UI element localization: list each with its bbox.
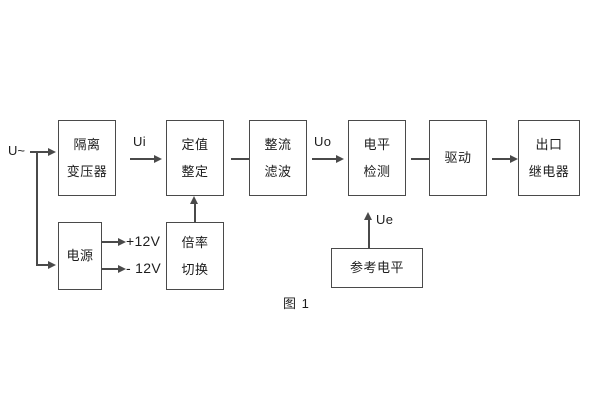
block-power-supply: 电源 [58, 222, 102, 290]
block-drive: 驱动 [429, 120, 487, 196]
block-output-relay-line2: 继电器 [528, 163, 570, 179]
block-multiplier-switch: 倍率 切换 [166, 222, 224, 290]
block-multiplier-switch-line2: 切换 [181, 261, 209, 277]
block-rectify-filter-line1: 整流 [264, 136, 292, 152]
feeder-power-line [36, 264, 50, 266]
block-reference-level-line1: 参考电平 [349, 260, 404, 276]
link-multiplier-to-setting-arrow-icon [190, 196, 198, 204]
block-setting-adjustment-line1: 定值 [181, 136, 209, 152]
block-rectify-filter-line2: 滤波 [264, 163, 292, 179]
block-level-detection: 电平 检测 [348, 120, 406, 196]
link-drive-to-relay-line [492, 158, 512, 160]
input-stub-line [30, 151, 38, 153]
block-power-supply-line1: 电源 [66, 248, 94, 264]
signal-ue-label: Ue [376, 212, 394, 227]
link-rectify-to-level-arrow-icon [336, 154, 344, 163]
block-reference-level: 参考电平 [331, 248, 423, 288]
block-output-relay: 出口 继电器 [518, 120, 580, 196]
block-drive-line1: 驱动 [444, 150, 472, 166]
signal-ui-label: Ui [133, 134, 146, 149]
block-output-relay-line1: 出口 [535, 136, 563, 152]
block-setting-adjustment: 定值 整定 [166, 120, 224, 196]
input-branch-vertical-line [36, 151, 38, 265]
link-reference-to-level-line [368, 219, 370, 248]
supply-positive-label: +12V [126, 233, 161, 249]
block-setting-adjustment-line2: 整定 [181, 163, 209, 179]
figure-caption: 图 1 [283, 296, 310, 311]
link-multiplier-to-setting-line [194, 203, 196, 222]
link-reference-to-level-arrow-icon [364, 212, 372, 220]
link-level-to-drive-line [411, 158, 431, 160]
block-multiplier-switch-line1: 倍率 [181, 234, 209, 250]
feeder-transformer-line [36, 151, 50, 153]
link-drive-to-relay-arrow-icon [510, 154, 518, 163]
block-level-detection-line2: 检测 [363, 163, 391, 179]
link-transformer-to-setting-line [130, 158, 156, 160]
feeder-transformer-arrow-icon [48, 147, 56, 156]
link-setting-to-rectify-line [231, 158, 251, 160]
block-isolation-transformer-line2: 变压器 [66, 163, 108, 179]
block-isolation-transformer-line1: 隔离 [73, 136, 101, 152]
feeder-power-arrow-icon [48, 260, 56, 269]
link-rectify-to-level-line [312, 158, 338, 160]
supply-positive-arrow-icon [118, 237, 126, 246]
supply-negative-line [102, 268, 120, 270]
link-transformer-to-setting-arrow-icon [154, 154, 162, 163]
input-source-label: U~ [8, 143, 25, 158]
block-rectify-filter: 整流 滤波 [249, 120, 307, 196]
block-isolation-transformer: 隔离 变压器 [58, 120, 116, 196]
block-level-detection-line1: 电平 [363, 136, 391, 152]
supply-negative-arrow-icon [118, 264, 126, 273]
supply-negative-label: - 12V [126, 260, 161, 276]
supply-positive-line [102, 241, 120, 243]
signal-uo-label: Uo [314, 134, 332, 149]
